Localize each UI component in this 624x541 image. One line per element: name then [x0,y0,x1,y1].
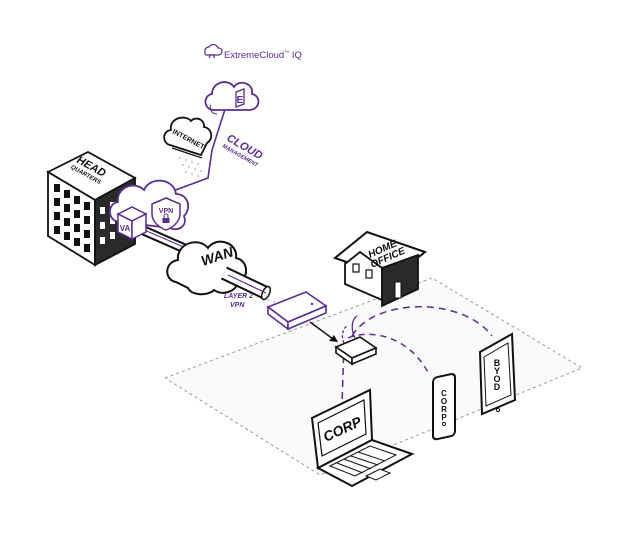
vpn-shield: VPN [151,197,181,231]
layer2-label-line1: LAYER 2 [224,293,253,300]
head-quarters-building: HEAD QUARTERS [46,150,137,267]
cloud-logo-icon [204,44,223,59]
brand-name: ExtremeCloud [224,50,284,61]
brand-trademark: ™ [284,50,289,56]
laptop-keyboard [328,445,398,477]
cloud-management-label: CLOUD MANAGEMENT [221,132,264,169]
va-label: VA [120,224,131,233]
lock-icon [162,213,170,223]
building-windows [54,184,90,252]
wireless-links [341,306,493,405]
access-point [334,315,378,366]
va-cube: VA [116,206,148,241]
router-device [266,291,328,331]
cloud-letter: E [237,95,244,106]
laptop-device: CORP [310,388,415,488]
vpn-label: VPN [159,208,173,215]
brand-suffix: IQ [289,50,302,61]
layer2-label-line2: VPN [230,302,245,309]
layer2-vpn-label: LAYER 2 VPN [224,293,253,309]
home-office-house: HOME OFFICE [332,230,428,308]
router-to-ap-link [309,321,338,342]
cloud-management-cloud: E [204,81,260,115]
svg-text:ExtremeCloud™ IQ: ExtremeCloud™ IQ [224,50,302,61]
home-office-floor [163,277,584,476]
extremecloud-logo: ExtremeCloud™ IQ [204,44,302,61]
vpn-tunnel-wan [220,266,272,301]
internet-cloud: INTERNET [163,116,213,159]
